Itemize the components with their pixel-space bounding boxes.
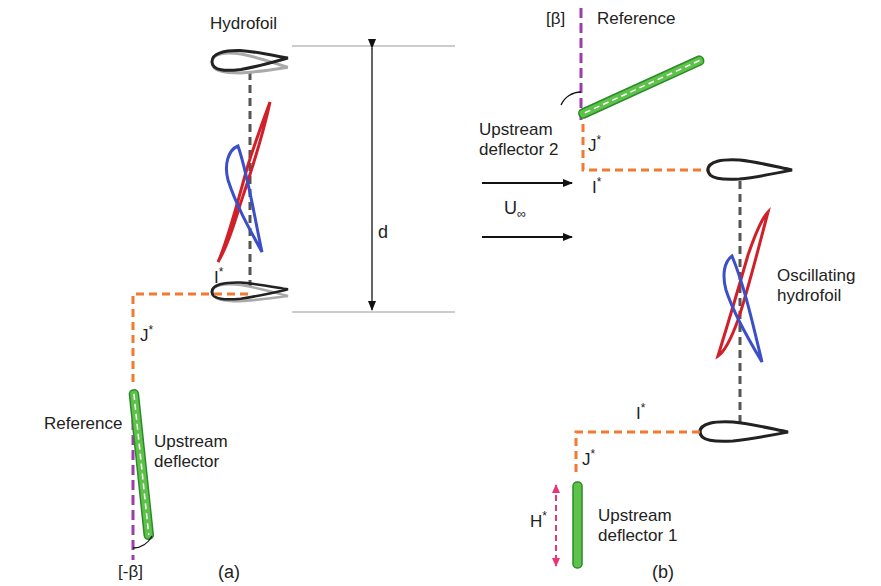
part-name: Reference [597,9,675,29]
offset-label: J* [588,136,601,156]
angle-label: [β] [546,9,565,29]
part-name: Upstream deflector [154,432,254,473]
offset-label: I* [592,178,601,198]
flow-label: U∞ [504,198,526,220]
part-name: Reference [44,414,122,434]
part-name: Oscillating hydrofoil [777,266,877,307]
offset-label: J* [140,326,153,346]
offset-label: J* [582,450,595,470]
dimension: H* [530,512,547,532]
part-name: Upstream deflector 2 [479,120,589,161]
panel-caption: (b) [652,562,674,584]
part-name: Hydrofoil [210,14,277,34]
panel-caption: (a) [218,562,240,584]
part-name: Upstream deflector 1 [598,506,698,547]
angle-label: [-β] [118,562,143,582]
dimension: d [378,222,388,244]
offset-label: I* [636,404,645,424]
offset-label: I* [214,268,223,288]
